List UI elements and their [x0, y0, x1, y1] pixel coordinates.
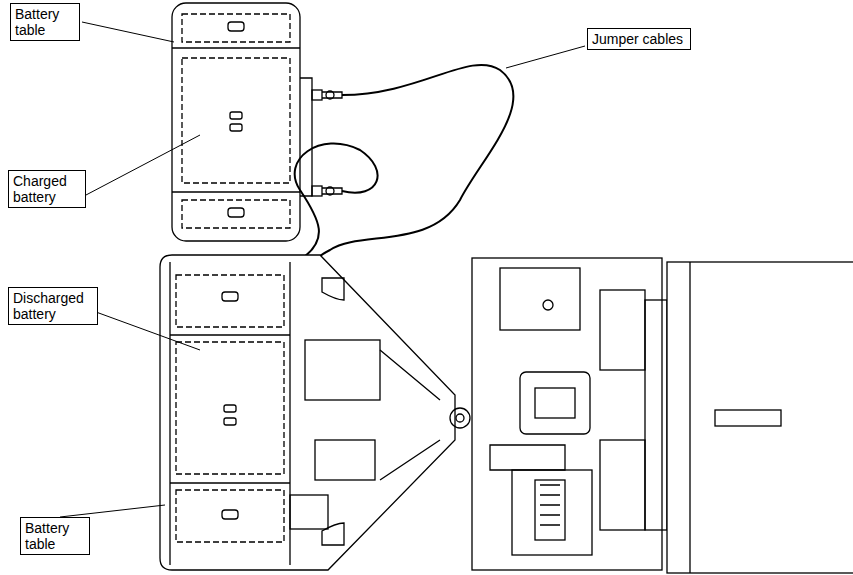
- front-frame: [512, 470, 592, 555]
- rear-frame: [456, 414, 464, 422]
- rear-frame: [290, 495, 328, 529]
- front-frame: [600, 440, 645, 530]
- part-label: Jumper cables: [592, 31, 686, 47]
- rear-frame: [224, 405, 236, 412]
- front-frame: [535, 480, 565, 540]
- rear-frame: [170, 334, 290, 335]
- charged-battery-table: [228, 208, 244, 217]
- rear-frame: [322, 278, 344, 300]
- charged-battery-table: [326, 91, 334, 99]
- part-label: Battery table: [25, 520, 85, 552]
- rear-frame: [176, 342, 284, 474]
- charged-battery-table: [172, 47, 300, 48]
- front-frame: [535, 388, 575, 418]
- charged-battery-table: [172, 3, 342, 241]
- callout-box: Discharged battery: [8, 287, 98, 325]
- rear-frame: [222, 292, 238, 301]
- charged-battery-table: [182, 14, 290, 42]
- front-frame: [543, 300, 553, 310]
- charged-battery-table: [182, 58, 290, 183]
- charged-battery-table: [172, 3, 300, 241]
- rear-frame: [176, 275, 284, 327]
- charged-battery-table: [228, 22, 244, 31]
- part-label: Charged battery: [13, 173, 81, 205]
- bucket: [667, 262, 853, 573]
- rear-frame: [322, 523, 344, 545]
- front-frame: [490, 445, 565, 470]
- front-frame: [600, 290, 645, 370]
- charged-battery-table: [300, 78, 312, 196]
- front-frame: [500, 268, 580, 330]
- charged-battery-table: [312, 186, 322, 196]
- charged-battery-table: [182, 200, 290, 228]
- charged-battery-table: [230, 124, 242, 131]
- rear-frame: [169, 262, 170, 565]
- rear-frame: [160, 255, 470, 570]
- bucket: [667, 262, 853, 573]
- leader-line: [86, 135, 200, 195]
- front-frame: [472, 258, 667, 570]
- charged-battery-table: [312, 90, 322, 100]
- leader-line: [506, 46, 585, 68]
- rear-frame: [315, 440, 375, 480]
- rear-frame: [305, 340, 380, 400]
- leader-line: [82, 22, 174, 42]
- part-label: Discharged battery: [13, 290, 93, 322]
- callout-box: Charged battery: [8, 170, 86, 208]
- front-frame: [520, 372, 590, 434]
- part-label: Battery table: [15, 6, 75, 38]
- leader-line: [60, 22, 585, 517]
- bucket: [715, 410, 781, 426]
- leader-line: [96, 312, 200, 350]
- callout-box: Battery table: [20, 517, 90, 555]
- charged-battery-table: [230, 112, 242, 119]
- charged-battery-table: [172, 191, 300, 192]
- rear-frame: [224, 418, 236, 425]
- leader-line: [60, 505, 165, 517]
- rear-frame: [380, 350, 440, 480]
- rear-frame: [160, 255, 455, 570]
- charged-battery-table: [326, 187, 334, 195]
- front-frame: [472, 258, 662, 570]
- callout-box: Jumper cables: [587, 28, 691, 50]
- rear-frame: [222, 510, 238, 519]
- callout-box: Battery table: [10, 3, 80, 41]
- rear-frame: [450, 408, 470, 428]
- front-frame: [540, 485, 560, 525]
- rear-frame: [170, 482, 290, 483]
- bucket: [689, 262, 690, 573]
- rear-frame: [176, 490, 284, 542]
- front-frame: [645, 300, 667, 530]
